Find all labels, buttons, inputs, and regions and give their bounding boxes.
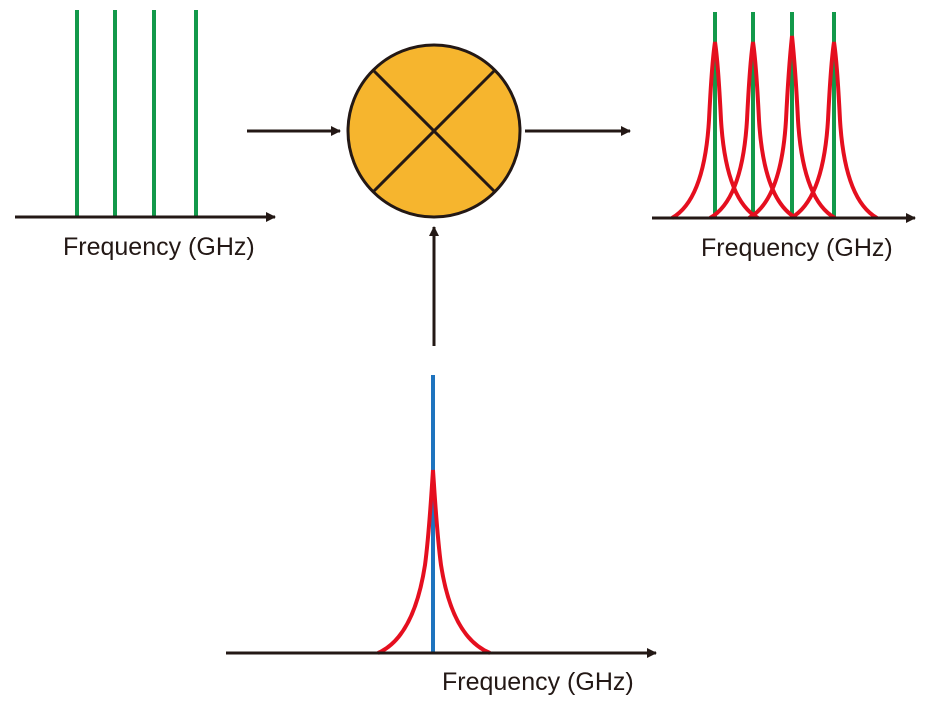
reference-signal-panel bbox=[226, 375, 657, 658]
output-lineshape-3 bbox=[747, 35, 837, 220]
reference-axis-label: Frequency (GHz) bbox=[442, 668, 634, 696]
output-lineshape-2 bbox=[708, 41, 798, 220]
input-comb-panel bbox=[15, 10, 276, 222]
multiplier-x-icon bbox=[371, 68, 497, 194]
output-comb-panel bbox=[652, 12, 916, 223]
output-axis-label: Frequency (GHz) bbox=[701, 234, 893, 262]
mixer-symbol bbox=[346, 43, 522, 219]
output-lineshape-4 bbox=[789, 41, 879, 220]
input-axis-label: Frequency (GHz) bbox=[63, 233, 255, 261]
output-lineshape-1 bbox=[670, 41, 760, 220]
reference-lineshape bbox=[377, 469, 491, 655]
